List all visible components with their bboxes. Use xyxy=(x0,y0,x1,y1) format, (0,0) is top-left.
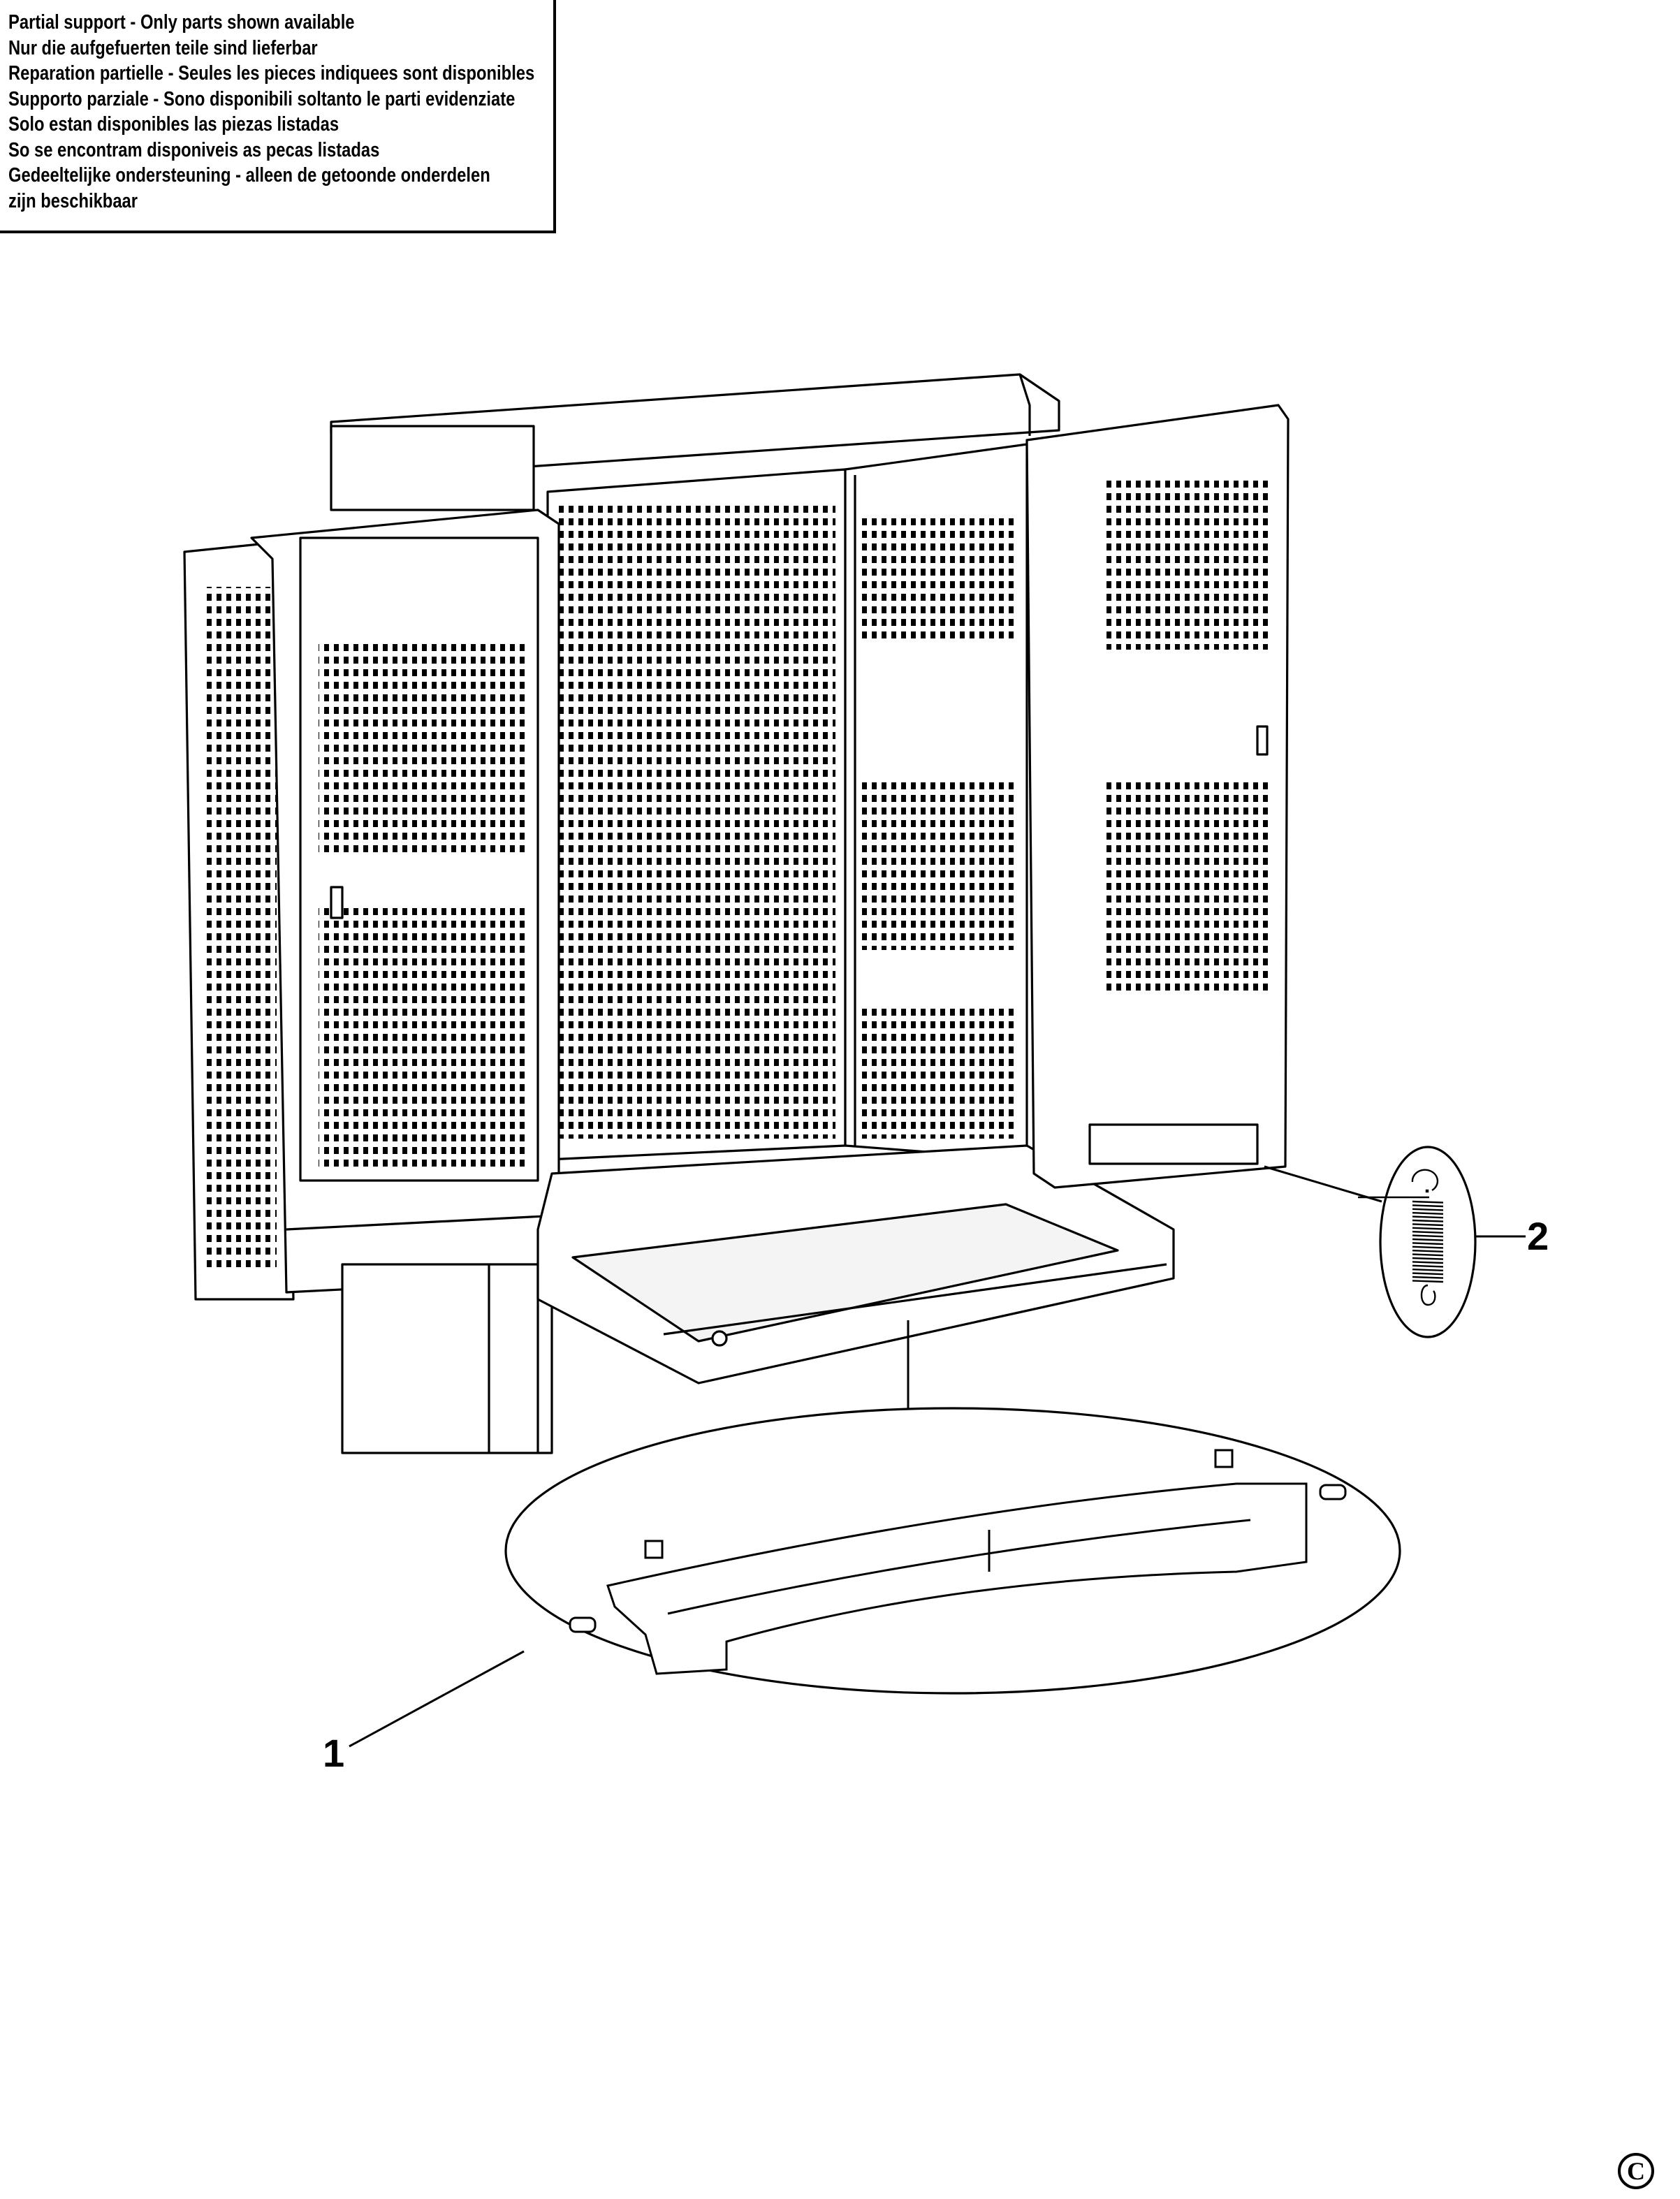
spring-coil xyxy=(1412,1253,1444,1257)
spring-small xyxy=(1214,1449,1234,1468)
notice-line: Reparation partielle - Seules les pieces… xyxy=(8,62,535,85)
pin xyxy=(1319,1484,1347,1500)
spring-coil xyxy=(1412,1204,1444,1208)
notice-line: zijn beschikbaar xyxy=(8,189,138,212)
notice-line: Partial support - Only parts shown avail… xyxy=(8,11,355,34)
part-1-detail xyxy=(504,1407,1401,1695)
notice-line: Nur die aufgefuerten teile sind lieferba… xyxy=(8,36,318,59)
right-inner-wall xyxy=(844,443,1028,1161)
part-2-detail xyxy=(1358,1146,1477,1338)
leader-line-part-1 xyxy=(349,1650,525,1748)
callout-part-2: 2 xyxy=(1527,1214,1549,1258)
copyright-symbol: C xyxy=(1618,2153,1654,2189)
spring-coil xyxy=(1412,1257,1444,1260)
callout-part-1: 1 xyxy=(323,1731,345,1775)
spring-coil xyxy=(1412,1272,1444,1276)
spring-coil xyxy=(1412,1200,1444,1204)
right-door xyxy=(1025,404,1290,1189)
spring-coil xyxy=(1412,1219,1444,1222)
spring-coil xyxy=(1412,1231,1444,1234)
notice-line: Solo estan disponibles las piezas listad… xyxy=(8,113,339,136)
spring-coil xyxy=(1412,1234,1444,1238)
spring-coil xyxy=(1412,1250,1444,1252)
spring-coil xyxy=(1412,1238,1444,1241)
door-latch xyxy=(1256,725,1269,756)
spring-coil xyxy=(1412,1276,1444,1279)
spring-coil xyxy=(1412,1223,1444,1227)
spring-small xyxy=(644,1540,664,1559)
spring-coil xyxy=(1412,1215,1444,1219)
pin xyxy=(569,1616,597,1633)
spring-icon xyxy=(1358,1169,1444,1306)
spring-coil xyxy=(1412,1242,1444,1245)
spring-coil xyxy=(1412,1245,1444,1249)
leader-line-part-2 xyxy=(1264,1165,1382,1203)
spring-coil xyxy=(1412,1212,1444,1215)
spring-coil xyxy=(1412,1208,1444,1211)
spring-coil xyxy=(1412,1269,1444,1271)
drawer-handle-part xyxy=(569,1449,1347,1675)
notice-line: So se encontram disponiveis as pecas lis… xyxy=(8,138,380,161)
drawer xyxy=(536,1144,1175,1385)
left-door xyxy=(250,509,560,1294)
notice-line: Supporto parziale - Sono disponibili sol… xyxy=(8,87,516,110)
notice-line: Gedeeltelijke ondersteuning - alleen de … xyxy=(8,164,490,187)
spring-coil xyxy=(1412,1280,1444,1283)
door-latch xyxy=(330,886,344,919)
left-door-outer xyxy=(183,541,295,1301)
partial-support-notice: Partial support - Only parts shown avail… xyxy=(0,0,556,233)
cabinet-left-side xyxy=(330,425,535,511)
spring-coil xyxy=(1412,1264,1444,1268)
spring-coil xyxy=(1412,1261,1444,1264)
back-pegboard-panel xyxy=(546,468,847,1161)
lower-cabinet-box xyxy=(341,1263,553,1454)
spring-coil xyxy=(1412,1227,1444,1230)
